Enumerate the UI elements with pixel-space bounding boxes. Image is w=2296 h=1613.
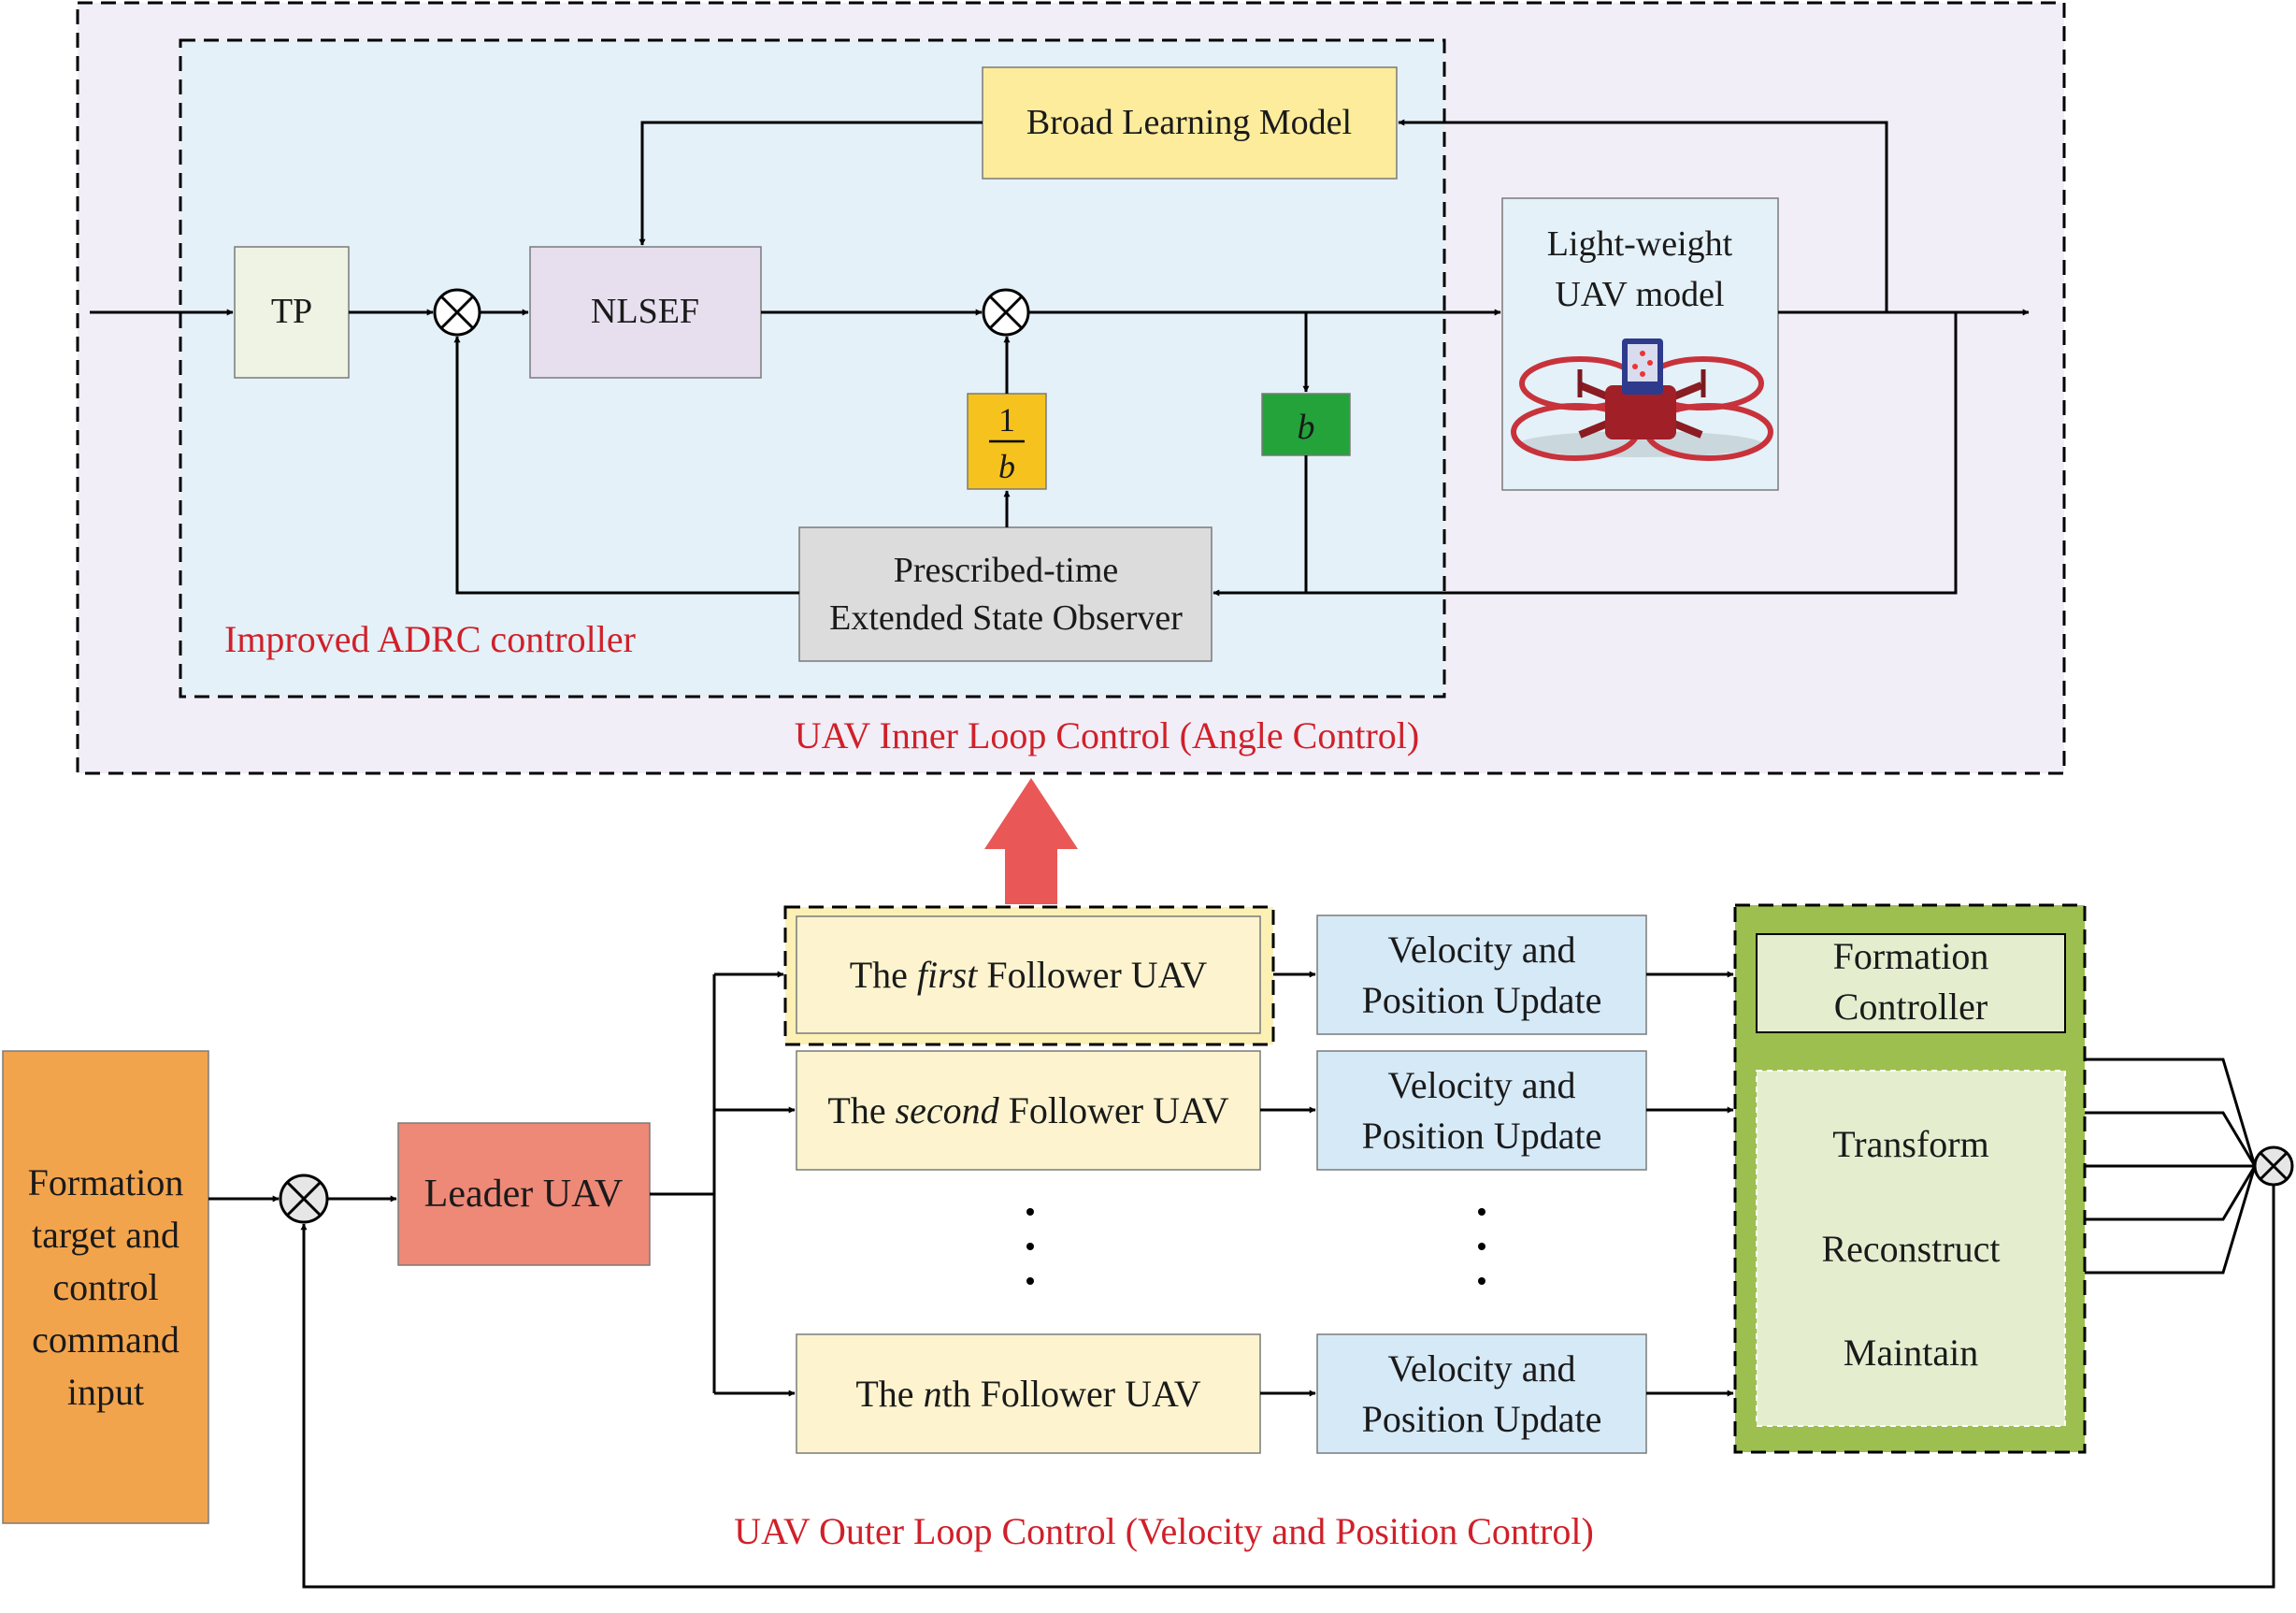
drone-icon	[1511, 338, 1773, 461]
tp-block	[234, 246, 350, 379]
svg-text:target and: target and	[32, 1214, 179, 1256]
update-block-1	[1316, 915, 1647, 1035]
formation-input-block	[2, 1050, 209, 1524]
sum-junction-2-cross	[988, 295, 1024, 330]
update-block-1-line2: Position Update	[1362, 979, 1602, 1021]
operation-maintain: Maintain	[1844, 1332, 1978, 1374]
adrc-controller-title: Improved ADRC controller	[224, 618, 636, 660]
b-gain-block	[1261, 393, 1351, 456]
formation-controller-block	[1756, 933, 2066, 1033]
inner-loop-title: UAV Inner Loop Control (Angle Control)	[795, 714, 1419, 756]
inverse-b-denominator: b	[998, 448, 1015, 485]
first-follower-block	[796, 915, 1261, 1034]
operation-reconstruct: Reconstruct	[1821, 1228, 2000, 1270]
b-gain-label: b	[1298, 408, 1315, 447]
second-follower-label: The second Follower UAV	[827, 1089, 1228, 1131]
update-block-1-line1: Velocity and	[1387, 929, 1575, 971]
nlsef-block	[529, 246, 762, 379]
formation-controller-line1: Formation	[1833, 935, 1989, 977]
leader-uav-block	[397, 1122, 651, 1266]
svg-text:Formation: Formation	[28, 1161, 184, 1203]
update-block-2-line2: Position Update	[1362, 1115, 1602, 1157]
eso-block	[798, 526, 1213, 662]
broad-learning-label: Broad Learning Model	[1026, 103, 1352, 142]
first-follower-label: The first Follower UAV	[850, 954, 1208, 996]
sum-junction-output-cross	[2259, 1151, 2289, 1181]
eso-label-line2: Extended State Observer	[829, 598, 1183, 638]
update-block-2-line1: Velocity and	[1387, 1064, 1575, 1106]
sum-junction-1-cross	[439, 295, 475, 330]
svg-text:command: command	[32, 1318, 179, 1361]
broad-learning-block	[982, 66, 1398, 180]
sum-junction-outer-cross	[285, 1180, 323, 1217]
update-block-n	[1316, 1333, 1647, 1454]
update-block-2	[1316, 1050, 1647, 1171]
formation-input-label: Formation target and control command inp…	[28, 1161, 184, 1413]
uav-model-label-line2: UAV model	[1555, 275, 1724, 314]
formation-operations-block	[1756, 1070, 2066, 1427]
svg-text:control: control	[52, 1266, 158, 1308]
follower-ellipsis	[1026, 1208, 1034, 1285]
outer-loop-title: UAV Outer Loop Control (Velocity and Pos…	[734, 1510, 1594, 1552]
tp-label: TP	[271, 292, 312, 331]
inner-outer-link-arrow	[984, 778, 1078, 904]
nlsef-label: NLSEF	[591, 292, 699, 331]
eso-label-line1: Prescribed-time	[894, 551, 1119, 590]
nth-follower-label: The nth Follower UAV	[855, 1373, 1200, 1415]
svg-text:input: input	[67, 1371, 144, 1413]
update-ellipsis	[1478, 1208, 1485, 1285]
leader-uav-label: Leader UAV	[424, 1173, 624, 1216]
update-block-n-line1: Velocity and	[1387, 1347, 1575, 1390]
update-block-n-line2: Position Update	[1362, 1398, 1602, 1440]
formation-controller-line2: Controller	[1834, 986, 1987, 1028]
operation-transform: Transform	[1832, 1123, 1988, 1165]
inverse-b-numerator: 1	[998, 401, 1015, 439]
uav-model-label-line1: Light-weight	[1547, 224, 1733, 264]
